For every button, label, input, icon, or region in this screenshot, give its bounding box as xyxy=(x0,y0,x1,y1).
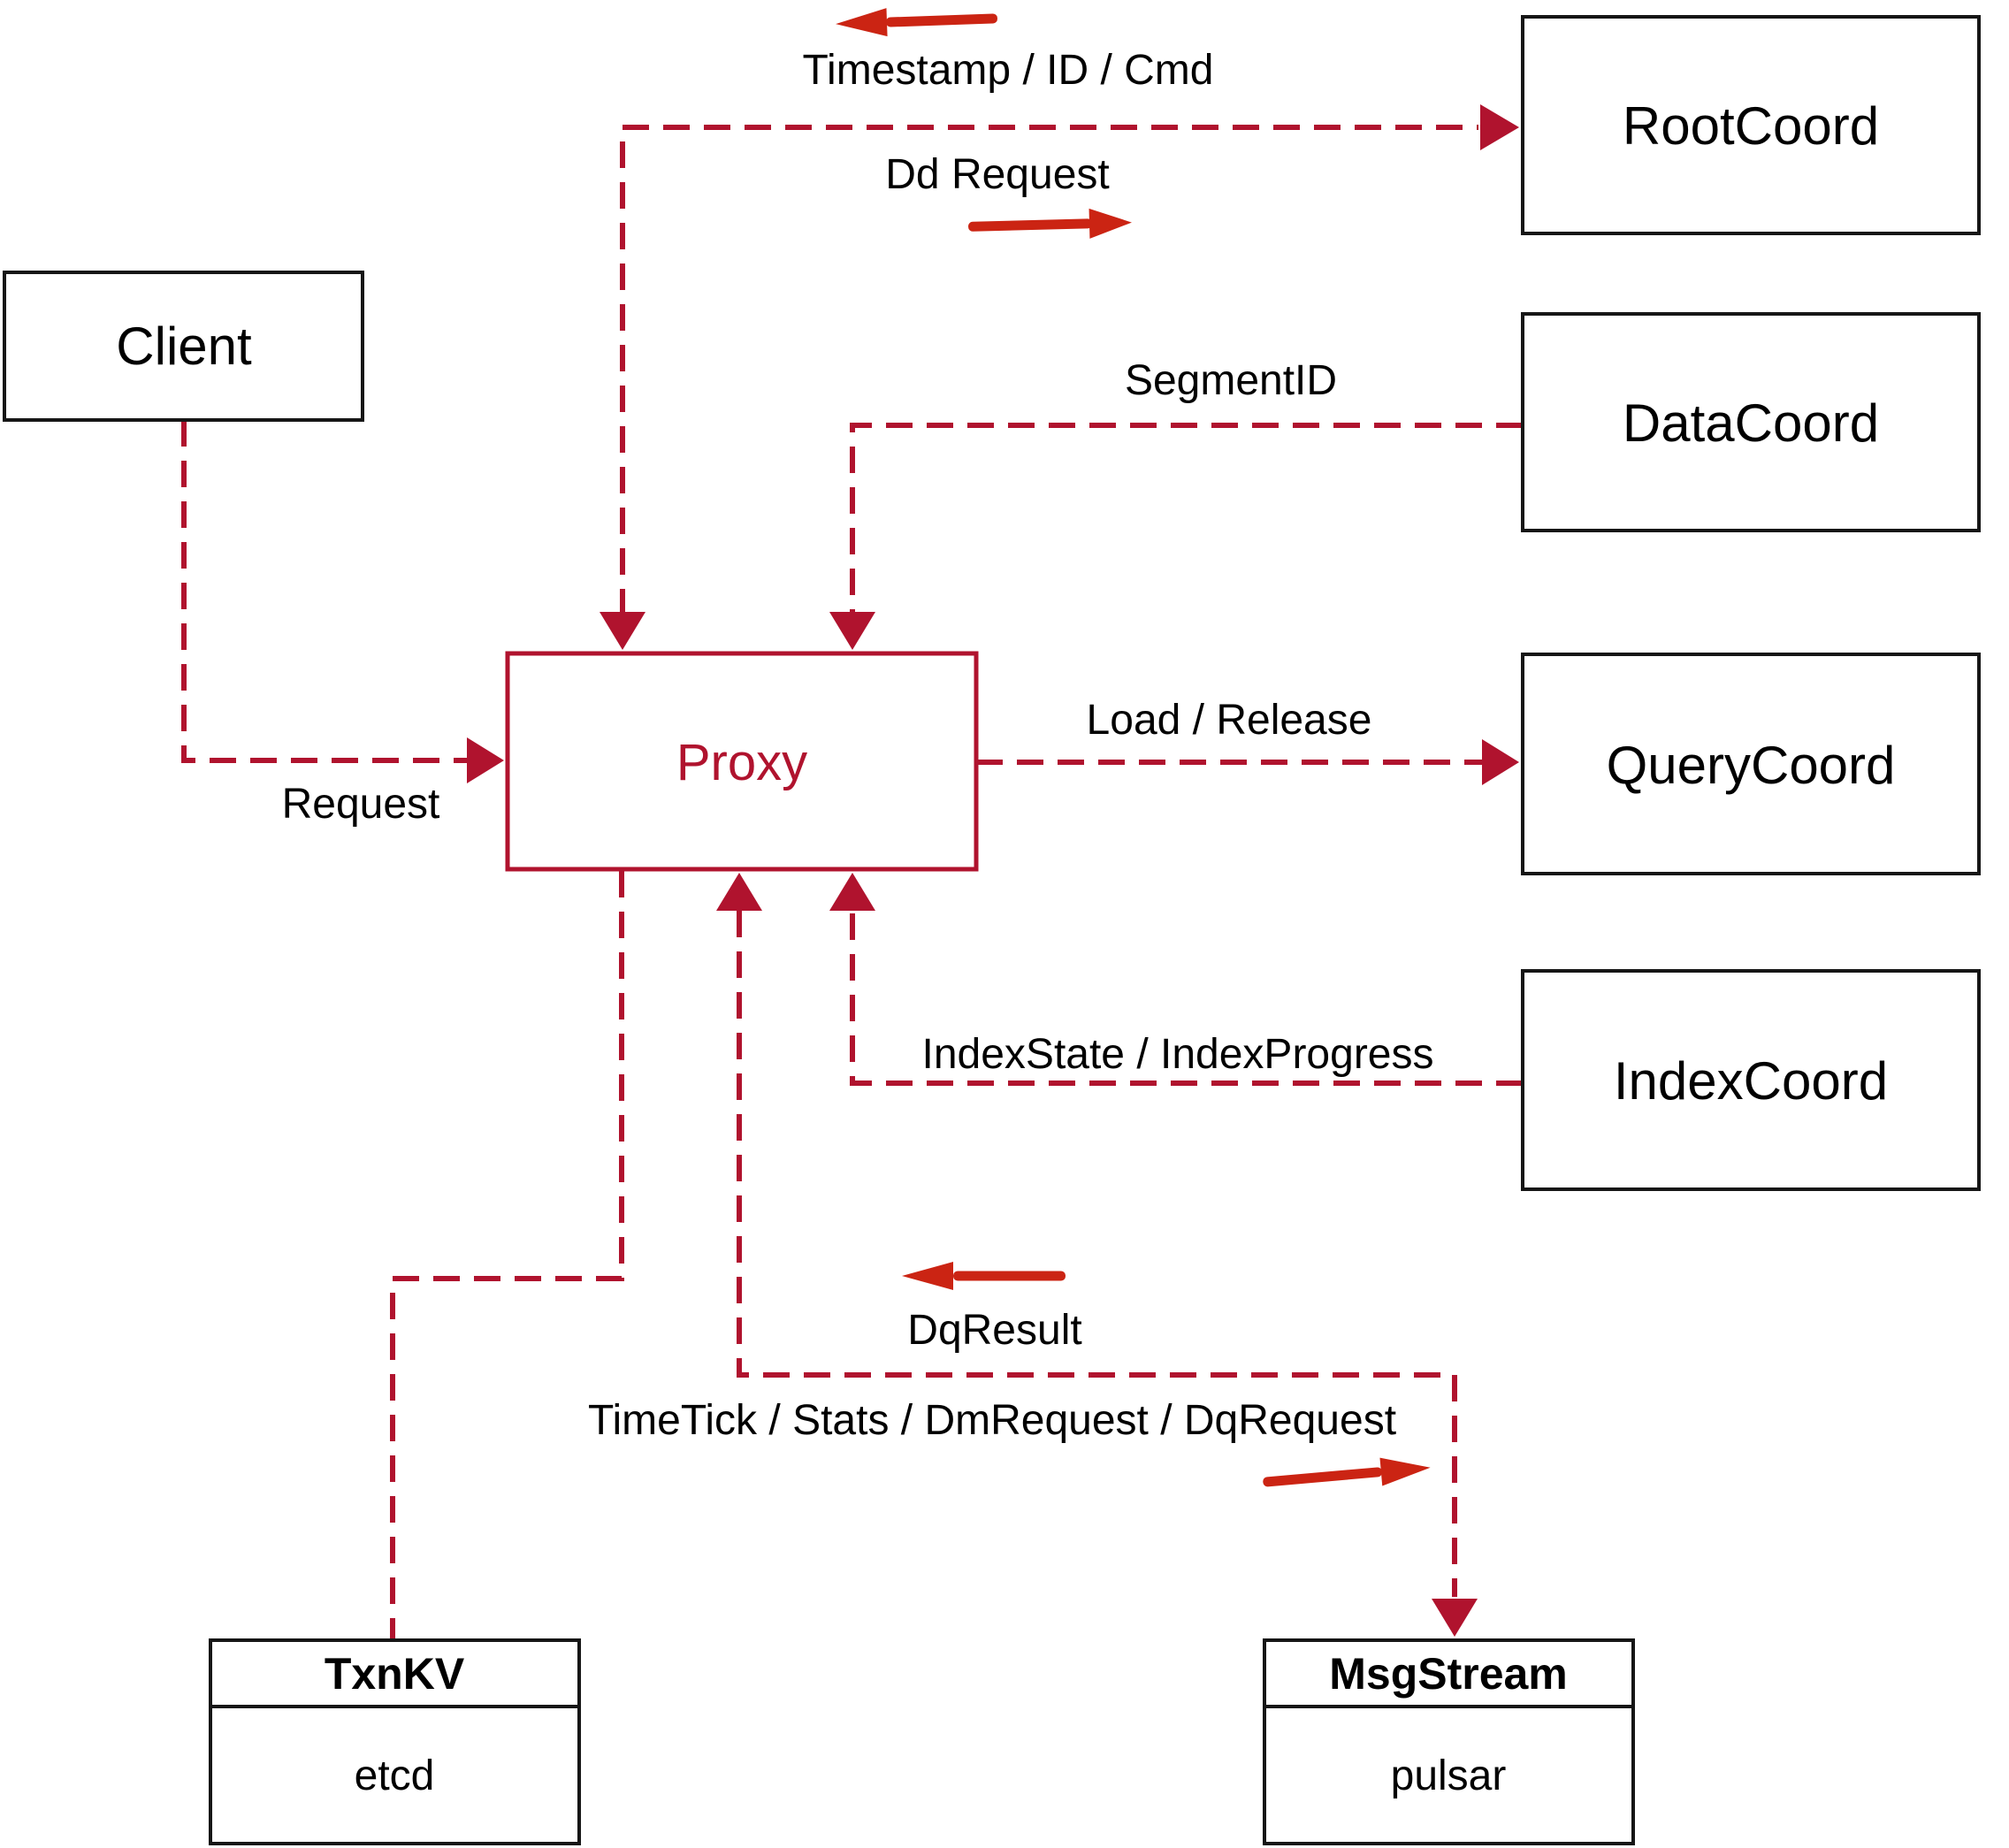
arrowhead-into-msgstream-icon xyxy=(1432,1599,1478,1637)
edge-proxy-rootcoord xyxy=(620,125,1478,615)
dd-request-direction-arrow-right-icon xyxy=(968,208,1132,239)
rootcoord-node xyxy=(1521,15,1981,235)
proxy-label: Proxy xyxy=(676,734,807,791)
msgstream-node: MsgStream pulsar xyxy=(1263,1638,1635,1845)
dq-result-direction-arrow-left-icon xyxy=(902,1262,1066,1290)
label-segment-id: SegmentID xyxy=(1125,357,1337,404)
arrowhead-into-rootcoord-icon xyxy=(1480,104,1519,150)
timetick-direction-arrow-right-icon xyxy=(1263,1457,1431,1487)
querycoord-node xyxy=(1521,653,1981,875)
arrowhead-into-proxy-bottom-icon xyxy=(716,873,762,911)
edge-client-proxy xyxy=(181,420,467,763)
arrowhead-into-proxy-bottom-right-icon xyxy=(829,873,875,911)
edge-datacoord-proxy xyxy=(850,423,1523,612)
arrowhead-into-proxy-top-right-icon xyxy=(829,612,875,650)
client-node xyxy=(3,271,364,422)
txnkv-title: TxnKV xyxy=(325,1649,465,1699)
proxy-node xyxy=(505,651,979,872)
indexcoord-label: IndexCoord xyxy=(1614,1051,1888,1111)
indexcoord-node xyxy=(1521,969,1981,1191)
label-timestamp-id-cmd: Timestamp / ID / Cmd xyxy=(803,47,1214,94)
label-request: Request xyxy=(282,781,440,828)
txnkv-node: TxnKV etcd xyxy=(209,1638,581,1845)
label-load-release: Load / Release xyxy=(1087,697,1372,744)
label-timetick-stats-dmrequest-dqrequest: TimeTick / Stats / DmRequest / DqRequest xyxy=(588,1397,1396,1444)
label-dq-result: DqResult xyxy=(907,1307,1081,1354)
rootcoord-label: RootCoord xyxy=(1623,96,1879,156)
datacoord-label: DataCoord xyxy=(1623,393,1879,453)
label-dd-request: Dd Request xyxy=(885,151,1109,198)
timestamp-direction-arrow-left-icon xyxy=(836,8,997,37)
edge-indexcoord-proxy xyxy=(850,911,1523,1086)
edge-proxy-txnkv xyxy=(390,871,624,1638)
arrowhead-into-proxy-top-left-icon xyxy=(600,612,645,650)
txnkv-impl-label: etcd xyxy=(355,1753,435,1799)
client-label: Client xyxy=(116,317,252,376)
querycoord-label: QueryCoord xyxy=(1607,736,1896,795)
label-index-state-progress: IndexState / IndexProgress xyxy=(922,1031,1434,1078)
edge-proxy-msgstream xyxy=(737,911,1457,1597)
arrowhead-into-proxy-left-icon xyxy=(467,737,504,783)
msgstream-impl-label: pulsar xyxy=(1391,1753,1507,1799)
datacoord-node xyxy=(1521,312,1981,532)
arrowhead-into-querycoord-icon xyxy=(1482,739,1519,785)
msgstream-title: MsgStream xyxy=(1329,1649,1568,1699)
